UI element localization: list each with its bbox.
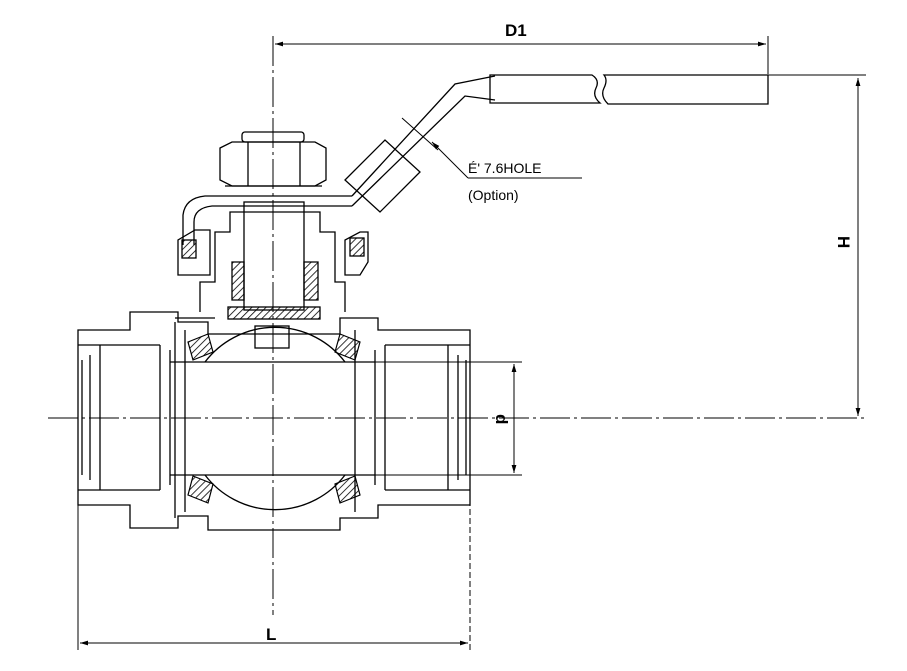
stop-pin-right bbox=[349, 237, 365, 257]
hole-callout bbox=[401, 117, 582, 179]
stop-plate-left bbox=[177, 229, 211, 276]
ball-lower-arc bbox=[204, 474, 346, 511]
handle-arm-lower bbox=[351, 75, 496, 197]
right-thread-lines bbox=[457, 355, 467, 480]
handle-arm-upper bbox=[351, 95, 496, 207]
handle-bent-section bbox=[182, 195, 352, 245]
ball bbox=[204, 325, 346, 511]
center-lines bbox=[48, 36, 865, 650]
left-thread-lines bbox=[81, 355, 91, 480]
handle-sleeve-top bbox=[489, 74, 602, 104]
stem-tang bbox=[254, 325, 290, 349]
h-label: H bbox=[834, 236, 853, 248]
seat-bottom-right bbox=[334, 475, 361, 504]
stem-nut bbox=[219, 131, 327, 187]
dimension-h bbox=[768, 74, 866, 416]
packing-gland bbox=[227, 306, 321, 320]
dimension-d1 bbox=[275, 36, 769, 74]
seat-bottom-left bbox=[187, 475, 214, 504]
right-bore-chamfer bbox=[447, 344, 470, 491]
bonnet-outline bbox=[199, 211, 346, 312]
seat-top-right bbox=[334, 333, 361, 361]
valve-body bbox=[77, 311, 471, 531]
d-label: d bbox=[492, 414, 511, 424]
nut-body bbox=[219, 141, 327, 187]
d1-label: D1 bbox=[505, 21, 527, 40]
hole-note: É' 7.6HOLE bbox=[468, 160, 542, 176]
l-label: L bbox=[266, 625, 276, 644]
body-outline bbox=[77, 311, 471, 531]
bonnet bbox=[177, 201, 369, 320]
option-note: (Option) bbox=[468, 187, 519, 203]
seats bbox=[187, 333, 361, 504]
handle-grip bbox=[344, 139, 421, 213]
seat-top-left bbox=[187, 333, 214, 361]
stop-plate-right bbox=[344, 231, 369, 276]
hole-leader bbox=[431, 141, 469, 179]
dimension-d bbox=[375, 361, 522, 476]
body-joint-left bbox=[174, 317, 215, 518]
stop-pin-left bbox=[181, 239, 197, 259]
handle bbox=[182, 74, 769, 245]
ball-upper-arc bbox=[204, 326, 346, 363]
packing bbox=[231, 261, 319, 301]
handle-sleeve-end bbox=[602, 74, 769, 105]
stem bbox=[243, 201, 305, 311]
left-bore-chamfer bbox=[78, 344, 101, 491]
